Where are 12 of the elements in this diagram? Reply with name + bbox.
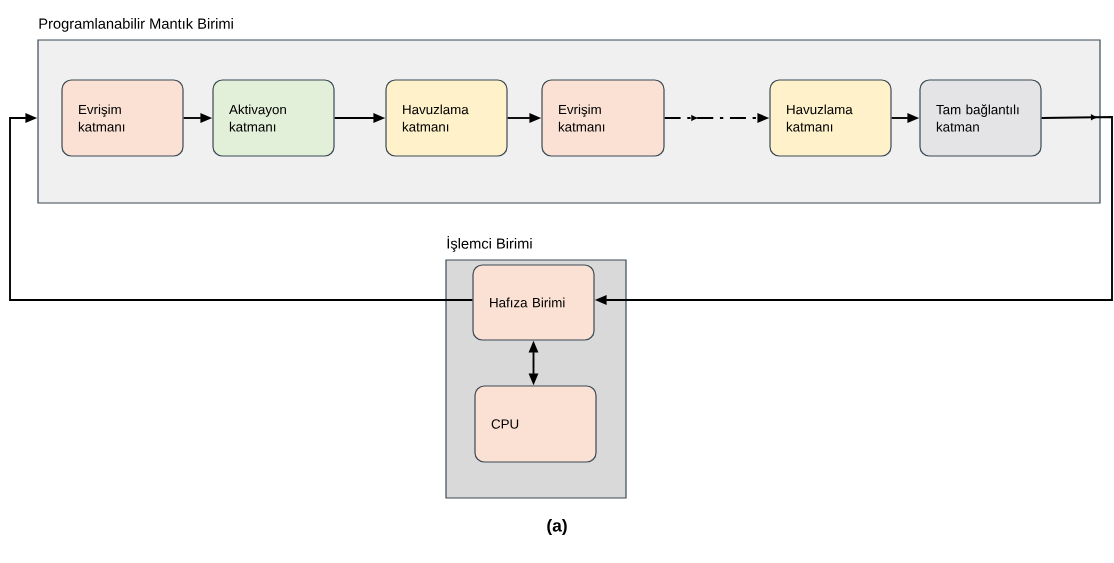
arrow <box>9 113 474 301</box>
layer-box: Havuzlama katmanı <box>385 79 508 157</box>
node-label: İşlemci Birimi <box>447 235 532 252</box>
node-label: Programlanabilir Mantık Birimi <box>39 18 233 32</box>
layer-box: Tam bağlantılı katman <box>919 79 1042 157</box>
layer-box: Havuzlama katmanı <box>769 79 892 157</box>
layer-box: Evrişim katmanı <box>61 79 184 157</box>
layer-box: Aktivayon katmanı <box>212 79 335 157</box>
layer-box: Hafıza Birimi <box>472 264 595 341</box>
layer-box: CPU <box>474 385 597 463</box>
layer-box: Evrişim katmanı <box>541 79 665 157</box>
caption: (a) <box>547 518 567 536</box>
